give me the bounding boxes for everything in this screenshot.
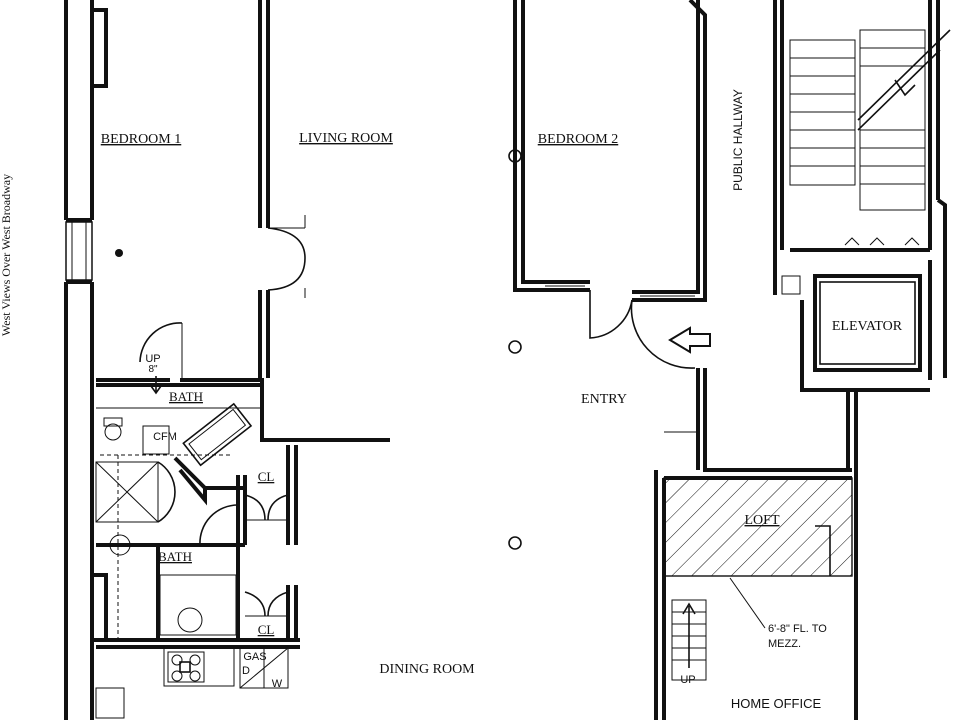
stair-down-arrow (150, 376, 162, 395)
upper-bath (95, 322, 390, 640)
loft-walls (654, 368, 858, 720)
mezz-note-line1: 6'-8" FL. TO (768, 623, 827, 635)
stair-core (773, 0, 951, 392)
stair-up-height: 8" (148, 364, 158, 375)
room-label-closet-lower: CL (258, 622, 275, 637)
room-label-bedroom1: BEDROOM 1 (101, 132, 182, 147)
washer-label: W (272, 678, 283, 690)
room-label-bath-lower: BATH (158, 549, 192, 564)
column (508, 340, 522, 354)
mezz-note-line2: MEZZ. (768, 638, 801, 650)
column (115, 249, 123, 257)
structural-columns (115, 149, 522, 550)
stair-up-label: UP (145, 353, 160, 365)
room-label-public-hallway: PUBLIC HALLWAY (731, 89, 745, 191)
column (508, 536, 522, 550)
room-label-dining-room: DINING ROOM (379, 662, 475, 677)
loft-stair-up-label: UP (680, 674, 695, 686)
room-label-entry: ENTRY (581, 392, 627, 407)
entry-arrow (668, 326, 711, 354)
side-note: West Views Over West Broadway (0, 174, 13, 336)
bedroom2-walls (513, 0, 707, 369)
gas-label: GAS (243, 651, 266, 663)
room-label-bath-upper: BATH (169, 389, 203, 404)
room-label-loft: LOFT (745, 513, 780, 528)
room-label-closet-upper: CL (258, 469, 275, 484)
room-label-living-room: LIVING ROOM (299, 131, 393, 146)
dryer-label: D (242, 665, 250, 677)
column (508, 149, 522, 163)
bedroom1-partition (258, 0, 306, 378)
lower-bath (95, 445, 300, 719)
room-label-home-office: HOME OFFICE (731, 696, 822, 711)
room-label-elevator: ELEVATOR (832, 319, 903, 334)
west-exterior-wall (64, 0, 108, 720)
room-label-bedroom2: BEDROOM 2 (538, 132, 619, 147)
cfm-label: CFM (153, 431, 177, 443)
